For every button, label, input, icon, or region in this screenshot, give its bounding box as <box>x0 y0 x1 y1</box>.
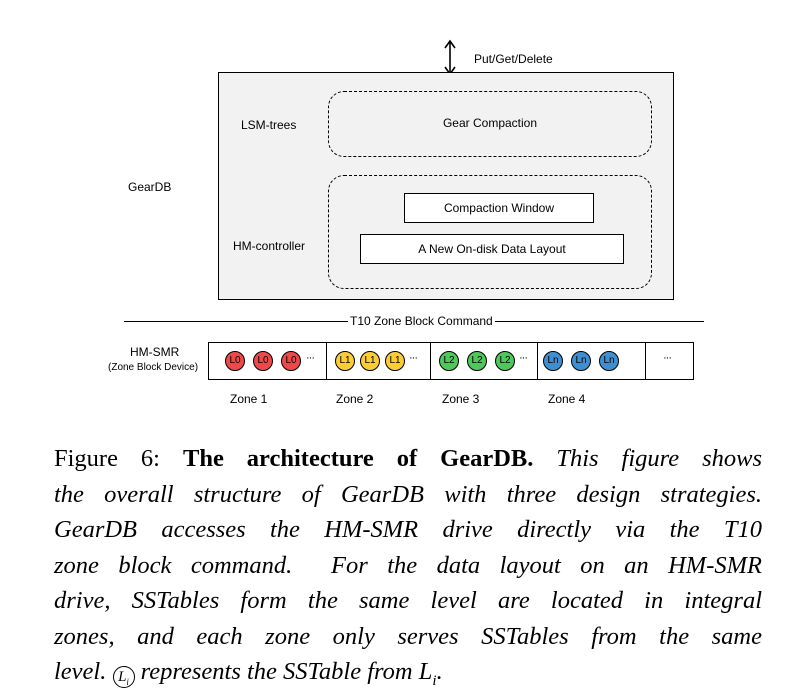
zone-1-label: Zone 1 <box>230 392 268 406</box>
zone-divider <box>326 343 327 379</box>
zone-divider <box>645 343 646 379</box>
sstable-l1-circle: L1 <box>360 351 380 371</box>
sstable-l0-circle: L0 <box>225 351 245 371</box>
zone-3-ellipsis: ··· <box>519 352 528 364</box>
device-subtitle: (Zone Block Device) <box>108 362 199 373</box>
sstable-ln-circle: Ln <box>543 351 563 371</box>
caption-line: zones, and each zone only serves SSTable… <box>54 622 762 650</box>
compaction-window-box: Compaction Window <box>404 193 594 223</box>
sstable-ln-circle: Ln <box>599 351 619 371</box>
sstable-l0-circle: L0 <box>281 351 301 371</box>
sstable-l1-circle: L1 <box>385 351 405 371</box>
sstable-l0-circle: L0 <box>253 351 273 371</box>
caption-line: level. Li represents the SSTable from Li… <box>54 658 443 689</box>
figure-number: Figure 6: <box>54 445 160 472</box>
caption-title: The architecture of GearDB. <box>182 445 534 472</box>
sstable-l2-circle: L2 <box>439 351 459 371</box>
architecture-diagram: Put/Get/Delete GearDB LSM-trees Gear Com… <box>108 39 704 406</box>
circled-li-icon: Li <box>112 666 135 688</box>
sstable-l2-circle: L2 <box>495 351 515 371</box>
caption-line: the overall structure of GearDB with thr… <box>54 480 762 508</box>
geardb-box: LSM-trees Gear Compaction HM-controller … <box>218 72 674 300</box>
hm-controller-box <box>328 175 652 289</box>
zone-5-ellipsis: ··· <box>663 352 672 364</box>
device-title: HM-SMR <box>130 345 180 359</box>
zone-strip: L0 L0 L0 ··· L1 L1 L1 ··· L2 L2 L2 ··· L… <box>208 342 694 380</box>
zone-divider <box>537 343 538 379</box>
zone-2-label: Zone 2 <box>336 392 374 406</box>
gear-compaction-box: Gear Compaction <box>328 91 652 157</box>
zone-3-label: Zone 3 <box>442 392 480 406</box>
geardb-label: GearDB <box>128 180 172 194</box>
lsm-trees-label: LSM-trees <box>241 118 297 132</box>
figure-caption: Figure 6: The architecture of GearDB. Th… <box>54 441 762 699</box>
caption-line: Figure 6: The architecture of GearDB. Th… <box>54 441 762 477</box>
zone-4-label: Zone 4 <box>548 392 586 406</box>
caption-line: drive, SSTables form the same level are … <box>54 587 762 614</box>
command-label: T10 Zone Block Command <box>348 314 495 328</box>
gear-compaction-label: Gear Compaction <box>442 116 538 130</box>
caption-line: zone block command. For the data layout … <box>54 551 762 579</box>
zone-2-ellipsis: ··· <box>409 352 418 364</box>
zone-1-ellipsis: ··· <box>306 352 315 364</box>
caption-text: This figure shows <box>556 445 763 472</box>
data-layout-box: A New On-disk Data Layout <box>360 234 624 264</box>
api-label: Put/Get/Delete <box>474 52 553 66</box>
zone-divider <box>430 343 431 379</box>
sstable-l2-circle: L2 <box>467 351 487 371</box>
caption-line: GearDB accesses the HM-SMR drive directl… <box>54 516 762 543</box>
sstable-ln-circle: Ln <box>571 351 591 371</box>
sstable-l1-circle: L1 <box>335 351 355 371</box>
hm-controller-label: HM-controller <box>233 239 306 253</box>
